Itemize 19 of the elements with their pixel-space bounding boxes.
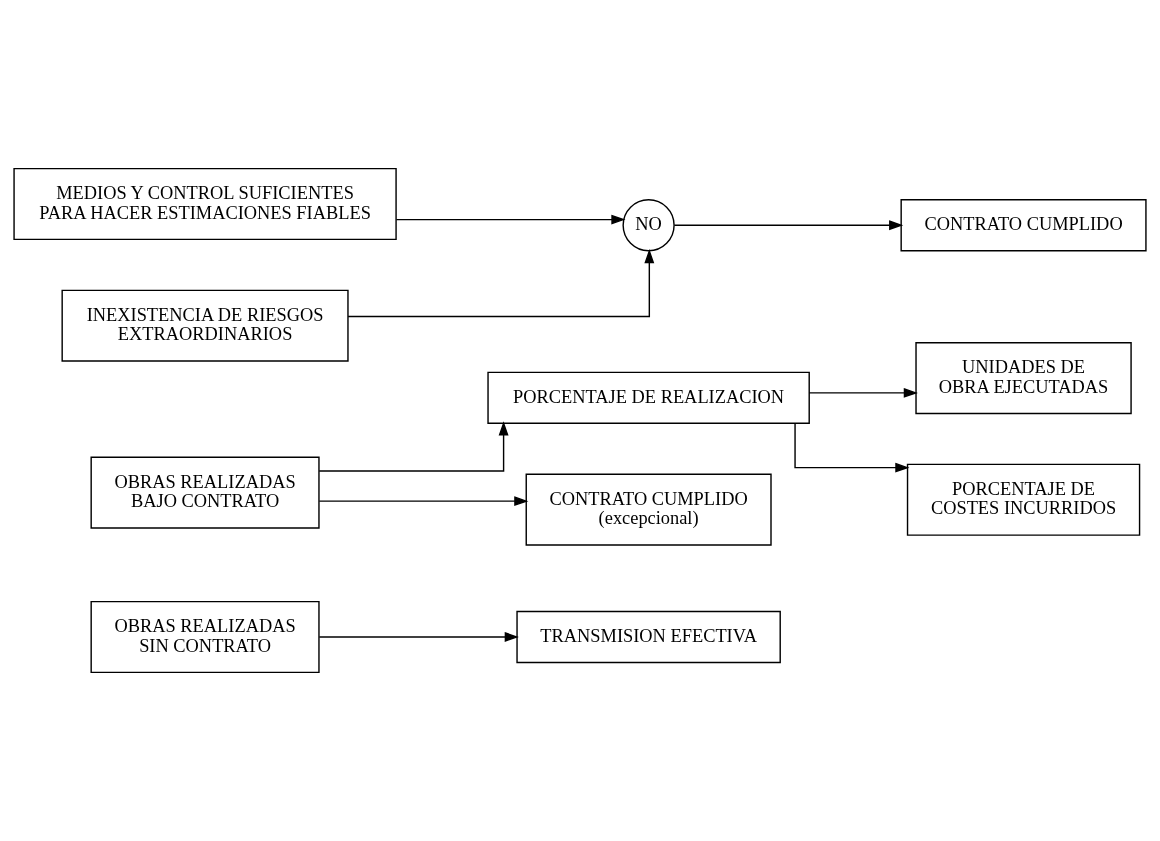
arrow [347, 249, 655, 318]
node-box: CONTRATO CUMPLIDO [900, 199, 1147, 252]
arrow [808, 387, 918, 398]
arrow [318, 632, 519, 642]
node-box: OBRAS REALIZADAS BAJO CONTRATO [90, 456, 320, 529]
node-box: INEXISTENCIA DE RIESGOS EXTRAORDINARIOS [61, 289, 349, 362]
node-box: PORCENTAJE DE COSTES INCURRIDOS [906, 463, 1141, 536]
arrow [794, 422, 910, 473]
node-box: MEDIOS Y CONTROL SUFICIENTES PARA HACER ESTIMACIONES FIABLES [13, 167, 397, 241]
arrow [318, 421, 509, 472]
arrow [673, 220, 904, 231]
node-box: OBRAS REALIZADAS SIN CONTRATO [90, 600, 320, 674]
node-circle: NO [622, 199, 675, 252]
node-box: PORCENTAJE DE REALIZACION [487, 371, 810, 425]
node-box: CONTRATO CUMPLIDO (excepcional) [525, 473, 772, 546]
node-box: TRANSMISION EFECTIVA [516, 610, 781, 664]
node-box: UNIDADES DE OBRA EJECUTADAS [915, 341, 1132, 415]
arrow [395, 214, 626, 225]
arrow [318, 496, 529, 507]
